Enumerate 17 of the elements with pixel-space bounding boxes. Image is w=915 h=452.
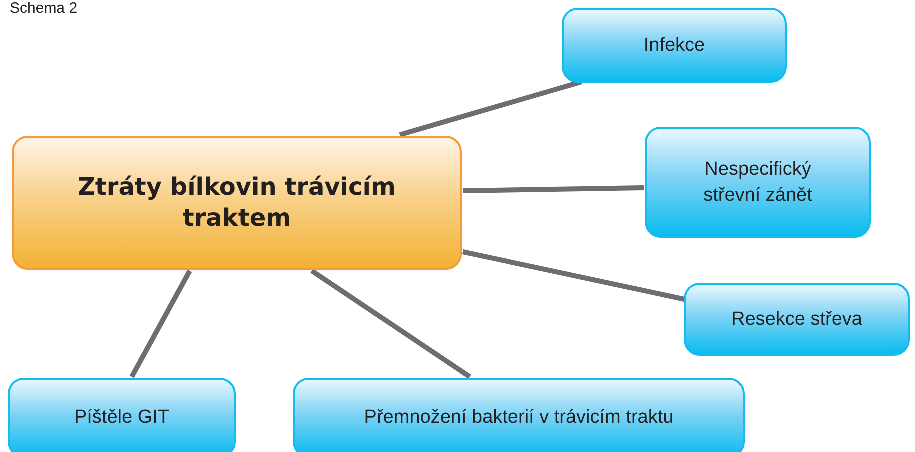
central-topic-box [12,136,462,270]
central-topic-text: Ztráty bílkovin trávicím traktem [77,172,397,234]
connector-line [462,186,644,194]
diagram-title: Schema 2 [10,0,78,18]
topic-box [8,378,236,452]
topic-text: Infekce [642,34,706,58]
topic-box [645,127,871,238]
topic-box [562,8,787,83]
topic-box [293,378,745,452]
connector-line [399,80,583,138]
connector-line [310,268,472,380]
connector-line [130,270,192,378]
topic-text: Resekce střeva [730,308,864,332]
topic-text: Přemnožení bakterií v trávicím traktu [363,406,675,430]
topic-box [684,283,910,356]
topic-text: Píštěle GIT [73,406,171,430]
topic-text: Nespecifický střevní zánět [702,158,814,208]
